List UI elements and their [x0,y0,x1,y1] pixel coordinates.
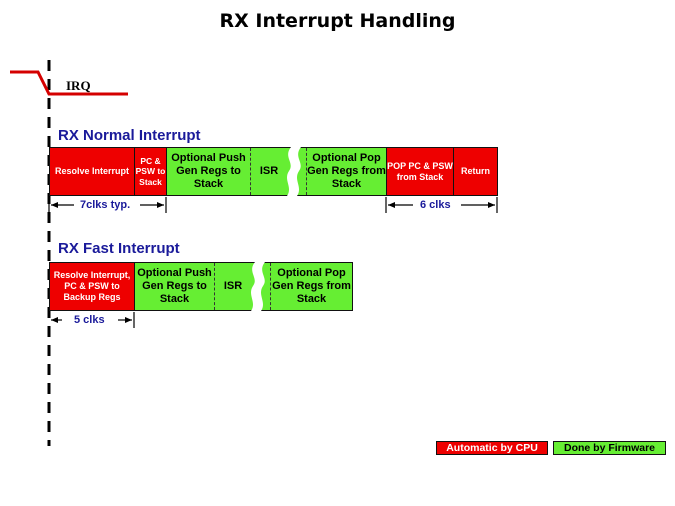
fast-seg-optional-push: Optional Push Gen Regs to Stack [135,263,215,310]
normal-entry-timing: 7clks typ. [80,199,131,211]
normal-seg-resolve-interrupt: Resolve Interrupt [49,147,135,196]
normal-seg-optional-pop: Optional Pop Gen Regs from Stack [306,148,386,195]
fast-seg-isr: ISR [216,263,250,310]
normal-seg-pop-pc-psw: POP PC & PSW from Stack [386,147,454,196]
fast-seg-resolve-interrupt: Resolve Interrupt, PC & PSW to Backup Re… [49,262,135,311]
arrowhead-icon [388,202,395,208]
arrowhead-icon [51,317,58,323]
normal-seg-pc-psw-to-stack: PC & PSW to Stack [134,147,167,196]
normal-seg-optional-push: Optional Push Gen Regs to Stack [167,148,251,195]
time-break-icon [287,147,301,196]
legend-done-by-firmware: Done by Firmware [553,441,666,455]
irq-waveform [10,70,128,96]
irq-label: IRQ [66,78,91,93]
fast-interrupt-heading: RX Fast Interrupt [58,240,180,257]
time-break-icon [251,262,265,311]
fast-seg-optional-pop: Optional Pop Gen Regs from Stack [270,263,352,310]
normal-interrupt-bar: Resolve Interrupt PC & PSW to Stack Opti… [49,147,498,196]
normal-interrupt-heading: RX Normal Interrupt [58,127,201,144]
normal-exit-timing: 6 clks [420,199,451,211]
arrowhead-icon [51,202,58,208]
normal-seg-return: Return [453,147,498,196]
fast-interrupt-bar: Resolve Interrupt, PC & PSW to Backup Re… [49,262,353,311]
arrowhead-icon [125,317,132,323]
arrowhead-icon [157,202,164,208]
fast-entry-timing: 5 clks [74,314,105,326]
legend-automatic-by-cpu: Automatic by CPU [436,441,548,455]
page-title: RX Interrupt Handling [219,10,456,32]
normal-seg-isr: ISR [252,148,286,195]
arrowhead-icon [488,202,495,208]
